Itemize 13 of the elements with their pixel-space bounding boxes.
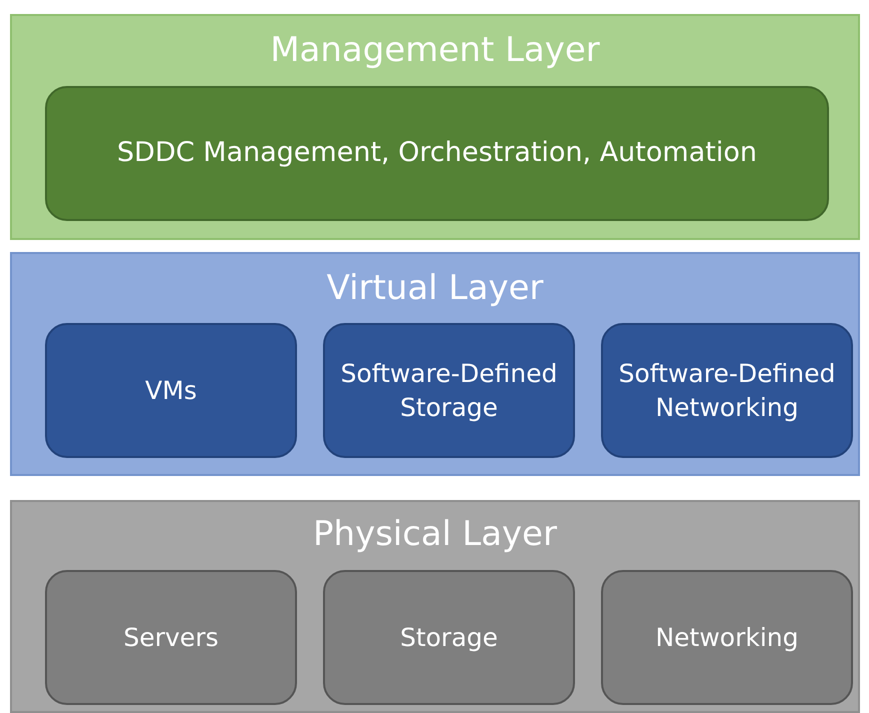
layer-title: Management Layer <box>269 30 601 70</box>
layer-panel <box>10 252 860 476</box>
component-box: VMs <box>45 323 297 458</box>
component-box: SDDC Management, Orchestration, Automation <box>45 86 829 221</box>
component-box: Software-Defined Networking <box>601 323 853 458</box>
component-box: Software-Defined Storage <box>323 323 575 458</box>
component-box: Storage <box>323 570 575 705</box>
component-box: Servers <box>45 570 297 705</box>
layer-panel <box>10 500 860 713</box>
layer-title: Virtual Layer <box>326 268 544 308</box>
layer-title: Physical Layer <box>312 514 558 554</box>
layer-panel <box>10 14 860 240</box>
component-box: Networking <box>601 570 853 705</box>
